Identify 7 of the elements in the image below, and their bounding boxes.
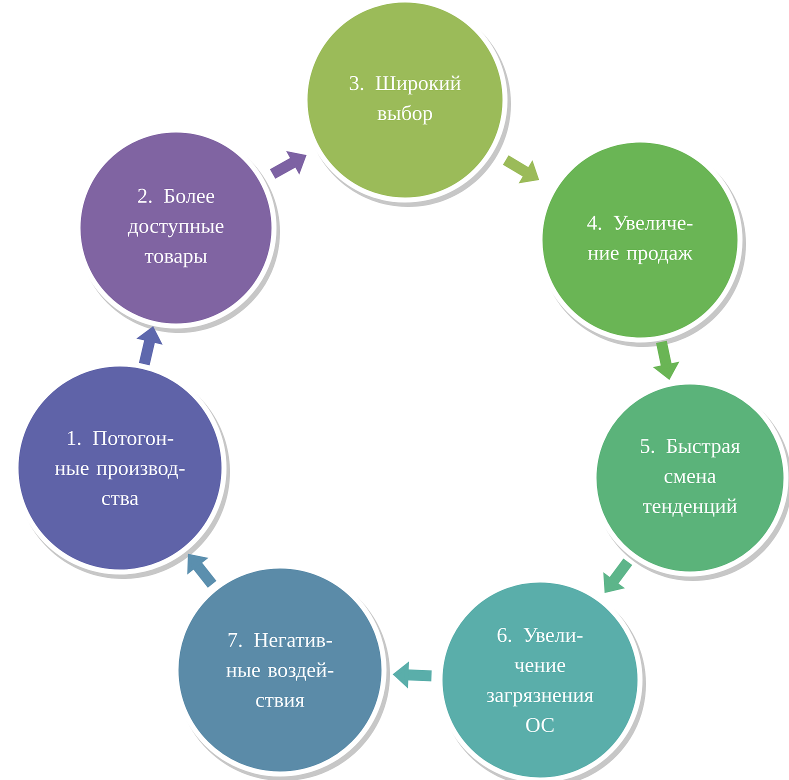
circle-node: 3. Широкий выбор xyxy=(302,0,511,207)
circle-node: 1. Потогон- ные производ- ства xyxy=(14,362,230,579)
circle-node: 6. Увели- чение загрязнения ОС xyxy=(438,578,646,780)
circle-node: 2. Более доступные товары xyxy=(76,128,280,333)
circle-node: 5. Быстрая смена тенденций xyxy=(592,380,789,581)
circle-node: 7. Негатив- ные воздей- ствия xyxy=(174,564,390,780)
circle-node: 4. Увеличе- ние продаж xyxy=(538,138,746,347)
